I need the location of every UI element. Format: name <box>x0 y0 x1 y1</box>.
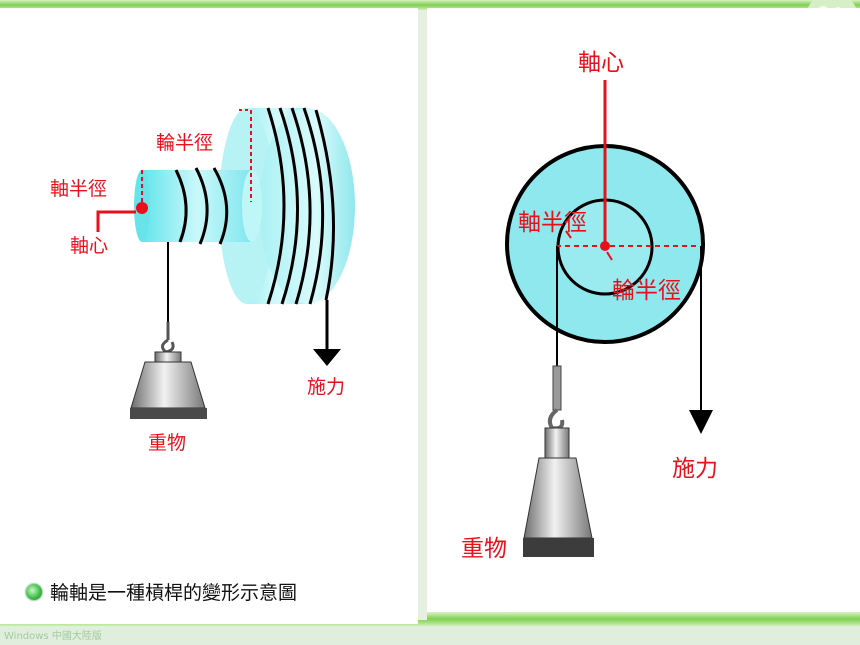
weight-block <box>130 351 207 419</box>
left-axle-center-label: 軸心 <box>70 235 108 257</box>
right-axle-center-label: 軸心 <box>578 50 624 76</box>
right-weight-hook <box>547 365 565 431</box>
caption-text: 輪軸是一種槓桿的變形示意圖 <box>50 582 298 604</box>
force-arrow <box>313 349 341 366</box>
diagram-caption: 輪軸是一種槓桿的變形示意圖 <box>26 578 297 605</box>
axle-center-dot <box>136 202 148 214</box>
axle-rope-coils <box>174 167 229 245</box>
right-axle-center-dot <box>600 241 610 251</box>
right-weight-label: 重物 <box>461 536 507 562</box>
wheel-and-axle-front-view: 軸心 軸半徑 輪半徑 施力 重物 <box>461 50 718 562</box>
footer-text: Windows 中國大陸版 <box>4 631 102 642</box>
right-force-label: 施力 <box>672 456 718 482</box>
wheel-radius-marker <box>239 109 252 202</box>
right-diagram-panel: 軸心 軸半徑 輪半徑 施力 重物 <box>427 8 860 608</box>
right-wheel-radius-label: 輪半徑 <box>612 278 681 304</box>
wheel-rope-coils <box>266 107 335 305</box>
axle-radius-tick <box>565 230 572 239</box>
left-diagram-panel: 輪半徑 軸半徑 軸心 施力 重物 <box>0 8 418 624</box>
green-bullet-icon <box>26 583 42 600</box>
wheel-radius-tick <box>606 251 613 261</box>
right-weight-block <box>523 427 594 557</box>
left-axle-radius-label: 軸半徑 <box>50 178 107 200</box>
left-weight-label: 重物 <box>148 432 186 454</box>
left-wheel-radius-label: 輪半徑 <box>156 132 213 154</box>
left-force-label: 施力 <box>307 376 345 398</box>
wheel-and-axle-side-view: 輪半徑 軸半徑 軸心 施力 重物 <box>50 107 355 454</box>
axle-center-pointer <box>96 210 136 232</box>
right-axle-radius-label: 軸半徑 <box>518 210 587 236</box>
right-force-arrow <box>689 410 713 434</box>
weight-hook <box>161 322 175 354</box>
axle-cylinder <box>134 170 262 242</box>
